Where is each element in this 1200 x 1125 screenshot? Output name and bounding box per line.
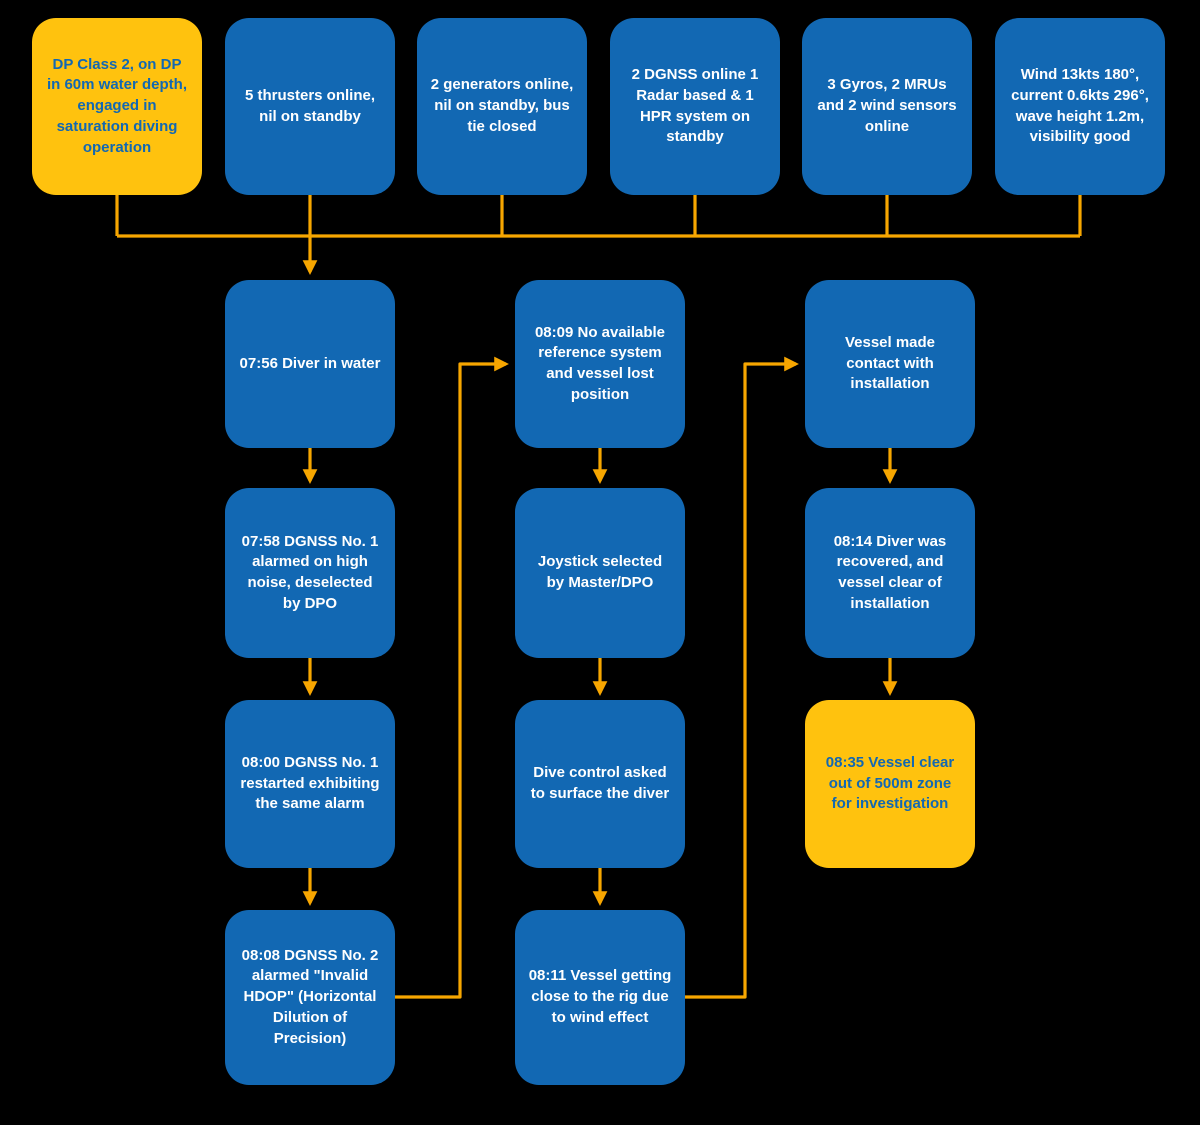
node-text: 3 Gyros, 2 MRUs and 2 wind sensors onlin… xyxy=(817,76,957,135)
node-weather: Wind 13kts 180°, current 0.6kts 296°, wa… xyxy=(995,18,1165,195)
node-text: 08:14 Diver was recovered, and vessel cl… xyxy=(833,532,947,612)
node-text: Dive control asked to surface the diver xyxy=(530,764,670,802)
node-0811-vessel-close-to-rig: 08:11 Vessel getting close to the rig du… xyxy=(515,910,685,1085)
node-dive-control-surface: Dive control asked to surface the diver xyxy=(515,700,685,868)
node-contact-installation: Vessel made contact with installation xyxy=(805,280,975,448)
node-0758-dgnss1-alarm: 07:58 DGNSS No. 1 alarmed on high noise,… xyxy=(225,488,395,658)
node-text: Wind 13kts 180°, current 0.6kts 296°, wa… xyxy=(1011,66,1149,146)
node-text: 5 thrusters online, nil on standby xyxy=(244,86,376,125)
node-text: 08:08 DGNSS No. 2 alarmed "Invalid HDOP"… xyxy=(241,946,379,1047)
node-text: 08:35 Vessel clear out of 500m zone for … xyxy=(825,753,955,813)
node-0814-diver-recovered: 08:14 Diver was recovered, and vessel cl… xyxy=(805,488,975,658)
connector-0811-to-contact xyxy=(685,356,799,999)
node-text: 08:09 No available reference system and … xyxy=(534,323,666,403)
node-generators: 2 generators online, nil on standby, bus… xyxy=(417,18,587,195)
connector-0808-to-0809 xyxy=(395,356,509,999)
node-dp-class2: DP Class 2, on DP in 60m water depth, en… xyxy=(32,18,202,195)
node-text: Vessel made contact with installation xyxy=(844,333,936,393)
node-text: 07:58 DGNSS No. 1 alarmed on high noise,… xyxy=(241,532,379,612)
node-text: 08:00 DGNSS No. 1 restarted exhibiting t… xyxy=(240,753,380,813)
node-dgnss: 2 DGNSS online 1 Radar based & 1 HPR sys… xyxy=(610,18,780,195)
node-text: Joystick selected by Master/DPO xyxy=(537,553,663,591)
node-0808-dgnss2-alarm: 08:08 DGNSS No. 2 alarmed "Invalid HDOP"… xyxy=(225,910,395,1085)
node-0756-diver-in-water: 07:56 Diver in water xyxy=(225,280,395,448)
node-text: 2 DGNSS online 1 Radar based & 1 HPR sys… xyxy=(631,66,759,146)
node-gyros-mrus: 3 Gyros, 2 MRUs and 2 wind sensors onlin… xyxy=(802,18,972,195)
node-text: 08:11 Vessel getting close to the rig du… xyxy=(528,967,672,1026)
node-text: 2 generators online, nil on standby, bus… xyxy=(430,76,574,135)
node-thrusters: 5 thrusters online, nil on standby xyxy=(225,18,395,195)
node-0809-no-reference: 08:09 No available reference system and … xyxy=(515,280,685,448)
node-0800-dgnss1-restart: 08:00 DGNSS No. 1 restarted exhibiting t… xyxy=(225,700,395,868)
node-text: 07:56 Diver in water xyxy=(239,354,381,372)
node-joystick-selected: Joystick selected by Master/DPO xyxy=(515,488,685,658)
node-text: DP Class 2, on DP in 60m water depth, en… xyxy=(46,55,188,156)
node-0835-clear-500m-zone: 08:35 Vessel clear out of 500m zone for … xyxy=(805,700,975,868)
